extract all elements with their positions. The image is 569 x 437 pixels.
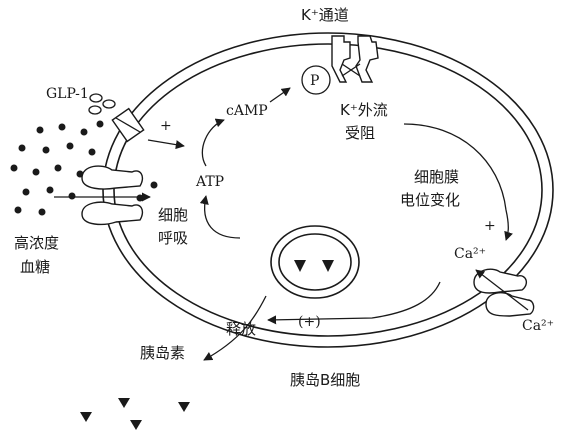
release-label: 释放	[226, 320, 256, 338]
ca-plus-label: (+)	[298, 314, 321, 330]
membrane-label-2: 电位变化	[400, 191, 460, 209]
camp-to-p-arrow	[269, 87, 291, 103]
respiration-to-atp-arrow	[199, 195, 241, 239]
ca-inside-label: Ca²⁺	[454, 246, 486, 262]
atp-to-camp-arrow	[201, 118, 225, 167]
glp1-plus: +	[160, 118, 172, 134]
glp1-label: GLP-1	[46, 86, 89, 102]
phosphate-circle	[301, 65, 331, 95]
respiration-label-1: 细胞	[158, 206, 188, 224]
insulin-label: 胰岛素	[140, 344, 185, 362]
membrane-plus: +	[484, 218, 496, 234]
ca-outside-label: Ca²⁺	[522, 318, 554, 334]
respiration-label-2: 呼吸	[158, 229, 188, 247]
k-channel-label: K⁺通道	[301, 6, 349, 24]
k-efflux-label-1: K⁺外流	[340, 101, 388, 119]
glp1-activation-arrow	[147, 139, 185, 150]
ca-to-release-arrow	[267, 281, 441, 325]
insulin-molecules	[80, 398, 190, 430]
k-efflux-label-2: 受阻	[345, 124, 375, 142]
membrane-label-1: 细胞膜	[414, 168, 459, 186]
efflux-to-ca-arrow	[403, 123, 513, 241]
cell-label: 胰岛B细胞	[290, 371, 360, 389]
camp-label: cAMP	[226, 103, 268, 119]
phosphate-label: P	[310, 73, 319, 89]
cell-membrane	[102, 32, 554, 348]
ca-channel	[473, 268, 535, 317]
k-channel	[331, 35, 379, 83]
insulin-vesicle	[270, 225, 360, 299]
glucose-label-1: 高浓度	[14, 234, 59, 252]
atp-label: ATP	[195, 174, 224, 190]
glucose-transporter	[81, 165, 144, 226]
ca-entry-arrow	[475, 269, 529, 311]
release-arrow	[203, 295, 267, 361]
glucose-label-2: 血糖	[20, 258, 50, 276]
glp1-receptor	[111, 107, 145, 143]
glp1-molecules	[88, 93, 116, 115]
